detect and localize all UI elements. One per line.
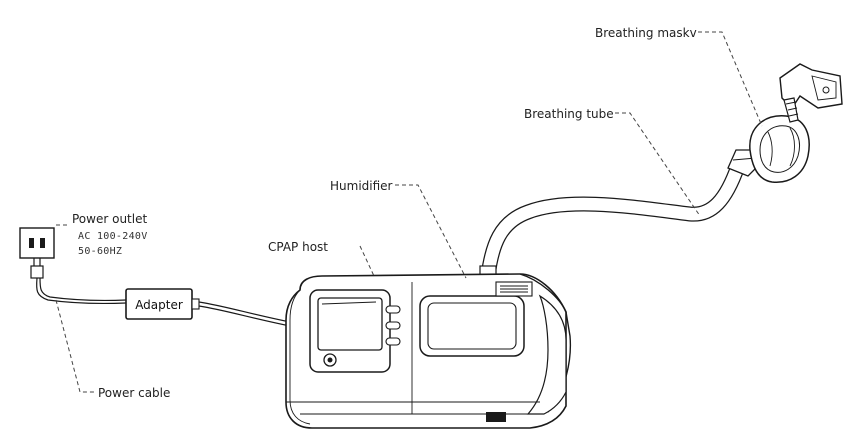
breathing-mask xyxy=(727,63,843,183)
label-power-cable: Power cable xyxy=(98,386,170,400)
power-outlet xyxy=(19,227,55,279)
outlet-frequency: 50-60HZ xyxy=(78,246,122,257)
adapter-label: Adapter xyxy=(135,298,183,312)
label-breathing-mask: Breathing maskv xyxy=(595,26,697,40)
label-humidifier: Humidifier xyxy=(330,179,393,193)
cpap-device xyxy=(285,273,572,429)
adapter: Adapter xyxy=(125,288,291,327)
label-breathing-tube: Breathing tube xyxy=(524,107,614,121)
leader-lines xyxy=(55,31,763,393)
label-cpap-host: CPAP host xyxy=(268,240,328,254)
breathing-tube xyxy=(479,163,746,283)
outlet-voltage: AC 100-240V xyxy=(78,231,148,242)
power-cable xyxy=(36,277,127,304)
label-power-outlet: Power outlet xyxy=(72,212,147,226)
